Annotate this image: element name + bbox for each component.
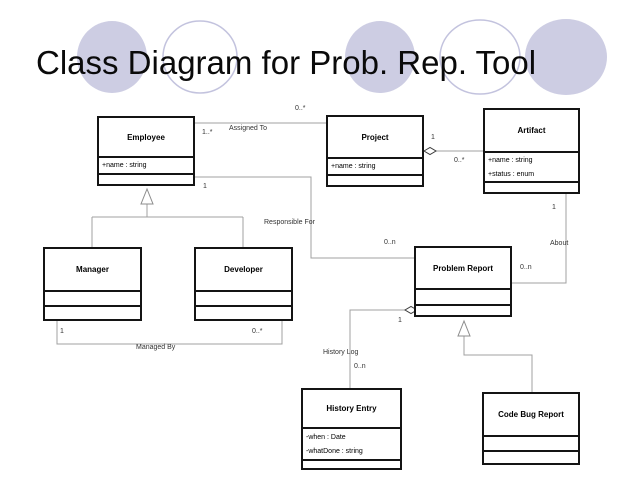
decorative-circle-filled (77, 21, 147, 93)
class-employee-attributes: +name : string (99, 156, 193, 173)
class-developer: Developer (194, 247, 293, 321)
class-developer-attributes (196, 290, 291, 305)
mult-managed-by-developer-end: 0..* (252, 328, 263, 335)
class-code-bug-report: Code Bug Report (482, 392, 580, 465)
mult-about-artifact-end: 1 (552, 204, 556, 211)
class-problem-report-methods (416, 304, 510, 315)
attribute: -when : Date (306, 433, 346, 441)
class-employee-title: Employee (127, 132, 165, 142)
edge-generalization-problem-report (463, 336, 533, 392)
class-manager-title: Manager (76, 265, 109, 274)
label-history-log: History Log (323, 349, 359, 356)
class-problem-report: Problem Report (414, 246, 512, 317)
class-history-entry: History Entry -when : Date -whatDone : s… (301, 388, 402, 470)
edge-about (512, 194, 567, 284)
class-artifact: Artifact +name : string +status : enum (483, 108, 580, 194)
class-project: Project +name : string (326, 115, 424, 187)
edge-history-log (349, 309, 405, 388)
class-manager-attributes (45, 290, 140, 305)
mult-assigned-to-employee-end: 1..* (202, 129, 213, 136)
mult-assigned-to-project-end: 0..* (295, 105, 306, 112)
generalization-triangle-problem-report (457, 319, 471, 337)
class-artifact-title: Artifact (517, 126, 546, 135)
class-history-entry-methods (303, 459, 400, 468)
mult-history-log-history-entry-end: 0..n (354, 363, 366, 370)
mult-project-artifact-project-end: 1 (431, 134, 435, 141)
edge-generalization-employee (91, 204, 244, 247)
decorative-circle-filled (345, 21, 415, 93)
class-project-title: Project (361, 132, 389, 142)
aggregation-diamond-project (423, 146, 437, 156)
attribute: +name : string (331, 163, 376, 170)
attribute: +name : string (488, 156, 533, 164)
mult-responsible-for-problem-report-end: 0..n (384, 239, 396, 246)
mult-history-log-problem-report-end: 1 (398, 317, 402, 324)
decorative-circle-outline (439, 19, 521, 95)
mult-about-problem-report-end: 0..n (520, 264, 532, 271)
class-project-attributes: +name : string (328, 157, 422, 174)
class-problem-report-attributes (416, 288, 510, 304)
attribute: +status : enum (488, 170, 535, 178)
label-assigned-to: Assigned To (229, 125, 268, 132)
class-employee: Employee +name : string (97, 116, 195, 186)
decorative-circle-outline (162, 20, 238, 94)
label-responsible-for: Responsible For (264, 219, 315, 226)
label-managed-by: Managed By (136, 344, 176, 351)
class-employee-methods (99, 173, 193, 184)
class-code-bug-report-title: Code Bug Report (498, 410, 564, 419)
attribute: -whatDone : string (306, 447, 363, 455)
class-history-entry-title: History Entry (326, 404, 377, 413)
label-about: About (550, 240, 569, 247)
decorative-circle-filled (525, 19, 607, 95)
edge-responsible-for (195, 176, 414, 259)
edge-managed-by (56, 321, 283, 345)
mult-managed-by-manager-end: 1 (60, 328, 64, 335)
class-artifact-methods (485, 181, 578, 192)
header-decoration (77, 19, 607, 95)
class-developer-title: Developer (224, 265, 263, 274)
mult-responsible-for-employee-end: 1 (203, 183, 207, 190)
class-history-entry-attributes: -when : Date -whatDone : string (303, 427, 400, 459)
class-code-bug-report-methods (484, 450, 578, 463)
class-project-methods (328, 174, 422, 185)
mult-project-artifact-artifact-end: 0..* (454, 157, 465, 164)
class-developer-methods (196, 305, 291, 319)
attribute: +name : string (102, 162, 147, 169)
generalization-triangle-employee (140, 187, 154, 205)
slide-title: Class Diagram for Prob. Rep. Tool (36, 44, 537, 81)
class-code-bug-report-attributes (484, 435, 578, 450)
class-manager: Manager (43, 247, 142, 321)
class-problem-report-title: Problem Report (432, 263, 493, 273)
class-artifact-attributes: +name : string +status : enum (485, 151, 578, 181)
class-manager-methods (45, 305, 140, 319)
